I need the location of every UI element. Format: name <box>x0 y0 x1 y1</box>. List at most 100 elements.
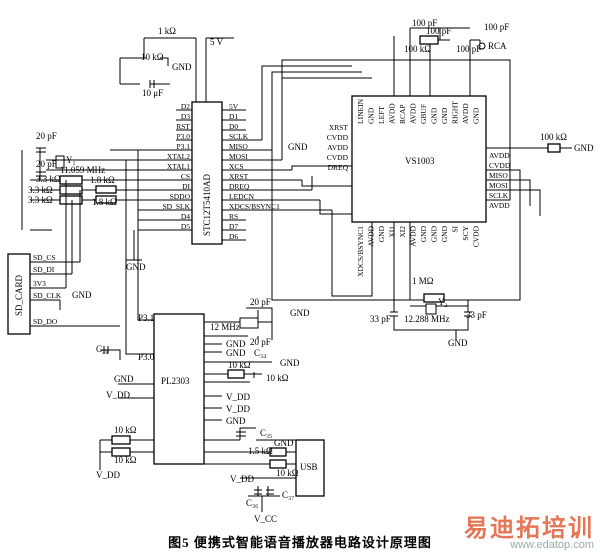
label-xtal3: 12 MHz <box>210 322 240 332</box>
vs-top-pin-label: AVDD <box>461 103 470 124</box>
pl2303-p30-label: P3.0 <box>138 352 155 362</box>
vs-bottom-pin-label: CVDD <box>472 225 481 247</box>
label-c10u: 10 μF <box>142 88 163 98</box>
stc-left-pin-label: P3.0 <box>176 132 190 141</box>
label-rca: RCA <box>488 41 507 51</box>
vs-top-pin-label: GND <box>430 107 439 124</box>
label-r33c: 3.3 kΩ <box>28 195 53 205</box>
label-r100k: 100 kΩ <box>404 44 431 54</box>
label-c20p-pl-a: 20 pF <box>250 297 271 307</box>
vs-left-pin-label: DREQ <box>328 163 349 172</box>
label-r10k-usb: 10 kΩ <box>276 468 299 478</box>
resistor-1m <box>423 293 445 303</box>
site-watermark: 易迪拓培训 www.edatop.com <box>464 508 594 551</box>
label-r10k-b: 10 kΩ <box>114 455 137 465</box>
stc-left-pin-label: XTAL2 <box>167 152 190 161</box>
label-gnd-pl3: GND <box>280 358 300 368</box>
sd-pin-label: SD_CS <box>33 253 56 262</box>
stc-right-pin-label: DREQ <box>229 182 250 191</box>
vs-bottom-pin-label: GND <box>430 225 439 242</box>
stc-right-pin-label: XRST <box>229 172 249 181</box>
usb-name: USB <box>300 462 318 472</box>
label-c100p-c: 100 pF <box>484 22 509 32</box>
label-r15k: 1.5 kΩ <box>248 446 273 456</box>
stc-left-pins: D2D3RSTP3.0P3.1XTAL2XTAL1CSDISDDOSD_SLKD… <box>162 102 192 231</box>
stc-right-pin-label: LEDCN <box>229 192 255 201</box>
stc-right-pin-label: D1 <box>229 112 238 121</box>
stc-right-pin-label: RS <box>229 212 238 221</box>
label-r18b: 1.8 kΩ <box>92 197 117 207</box>
label-gnd-pl-xtal: GND <box>290 308 310 318</box>
figure-caption: 图5 便携式智能语音播放器电路设计原理图 <box>168 535 432 550</box>
label-r33b: 3.3 kΩ <box>28 185 53 195</box>
stc-left-pin-label: DI <box>182 182 190 191</box>
label-gnd-top: GND <box>172 62 192 72</box>
component-labels: 1 kΩ 5 V 10 kΩ GND 10 μF 20 pF 20 pF Y₁ … <box>28 18 594 524</box>
label-gnd-pl2: GND <box>226 348 246 358</box>
vs-left-pin-label: XRST <box>329 123 349 132</box>
vs-top-pin-label: RCAP <box>398 104 407 124</box>
stc-left-pin-label: D4 <box>181 212 190 221</box>
vs-bottom-pin-label: GND <box>377 225 386 242</box>
resistor-10k-pl <box>227 369 245 379</box>
label-gnd-pl-left: GND <box>114 374 134 384</box>
label-gnd-xtal2: GND <box>448 338 468 348</box>
label-c100p-a: 100 pF <box>412 18 437 28</box>
vs-bottom-pin-label: GND <box>440 225 449 242</box>
stc-left-pin-label: P3.1 <box>176 142 190 151</box>
label-r10k-pl: 10 kΩ <box>228 360 251 370</box>
label-vdd-pl-r2: V_DD <box>226 404 250 414</box>
vs-top-pin-label: GND <box>440 107 449 124</box>
vs-top-pin-label: LEFT <box>377 106 386 124</box>
crystal-y2 <box>425 303 437 315</box>
stc-left-pin-label: D5 <box>181 222 190 231</box>
label-gnd-pl-r3: GND <box>226 416 246 426</box>
label-gnd-usb: GND <box>274 438 294 448</box>
stc-left-pin-label: SD_SLK <box>162 202 190 211</box>
stc-left-pin-label: XTAL1 <box>167 162 190 171</box>
watermark-brand: 易迪拓培训 <box>464 515 594 542</box>
stc-left-pin-label: SDDO <box>170 192 191 201</box>
label-r18a: 1.8 kΩ <box>90 175 115 185</box>
vs-top-pin-label: GND <box>367 107 376 124</box>
stc-name: STC12T5410AD <box>202 173 212 236</box>
pl2303-p31-label: P3.1 <box>138 313 154 323</box>
label-c33a: 33 pF <box>370 314 391 324</box>
stc-left-pin-label: D2 <box>181 102 190 111</box>
crystal-12mhz <box>239 317 259 329</box>
sd-pin-label: SD_DO <box>33 317 58 326</box>
stc-right-pin-label: 5V <box>229 102 239 111</box>
resistor-3k3-c <box>59 195 83 205</box>
usb-connector <box>295 439 325 497</box>
sd-pin-label: SD_DI <box>33 265 55 274</box>
stc-right-pins: 5VD1D0SCLKMISOMOSIXCSXRSTDREQLEDCNXDCS/B… <box>229 102 280 241</box>
resistor-3k3-b <box>59 185 83 195</box>
stc-right-pin-label: MOSI <box>229 152 248 161</box>
sd-card-socket <box>7 253 31 335</box>
vs-top-pin-label: GBUF <box>419 104 428 124</box>
vs-right-pin-label: AVDD <box>489 151 510 160</box>
crystal-y1 <box>55 155 65 169</box>
stc-mcu-chip <box>191 101 223 245</box>
stc-right-pin-label: SCLK <box>229 132 249 141</box>
label-gnd-stc: GND <box>126 262 146 272</box>
vs-bottom-pin-label: XI1 <box>388 226 397 238</box>
vs-bottom-pin-label: GND <box>419 225 428 242</box>
label-r10k-a: 10 kΩ <box>114 425 137 435</box>
vs-right-pin-label: AVDD <box>489 201 510 210</box>
resistor-3k3-a <box>59 175 83 185</box>
label-r10k-top: 10 kΩ <box>141 52 164 62</box>
label-5v: 5 V <box>210 37 224 47</box>
label-r33a: 3.3 kΩ <box>36 174 61 184</box>
vs1003-name: VS1003 <box>405 156 435 166</box>
label-c100p-d: 100 pF <box>456 44 481 54</box>
resistor-10k-usb <box>269 459 287 469</box>
vs-bottom-pin-label: XDCS/BSYNC1 <box>356 226 365 277</box>
label-vdd-pl-left: V_DD <box>106 390 130 400</box>
label-xtal2: 12.288 MHz <box>404 314 450 324</box>
label-vdd-pl-bottom: V_DD <box>96 470 120 480</box>
label-gnd-pl1: GND <box>226 339 246 349</box>
